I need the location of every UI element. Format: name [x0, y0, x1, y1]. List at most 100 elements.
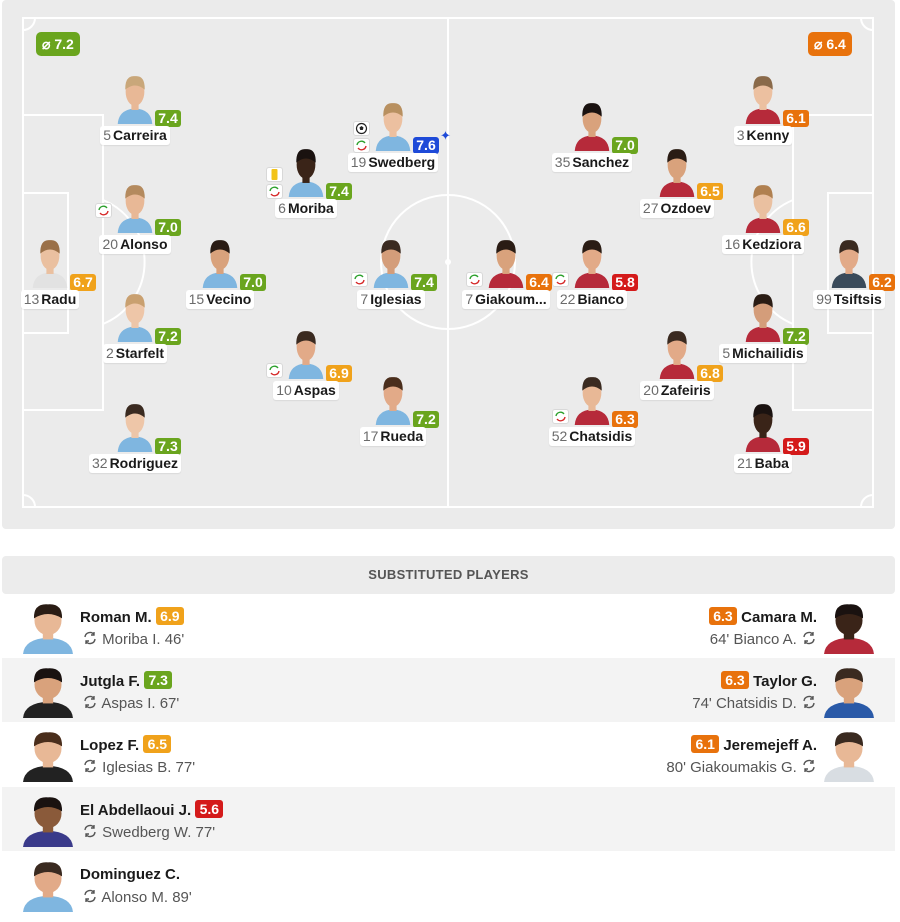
- sub-rating: 6.3: [708, 607, 737, 625]
- player-number: 2: [105, 345, 114, 361]
- player-photo: [202, 240, 238, 288]
- substitution-icon: [84, 695, 96, 709]
- sub-player-name: Jeremejeff A.: [723, 737, 817, 754]
- sub-replaced: Swedberg W. 77': [102, 824, 216, 841]
- sub-replaced: 74' Chatsidis D.: [692, 695, 797, 712]
- player-photo: [23, 862, 73, 912]
- player-photo: [288, 149, 324, 197]
- player-photo: [117, 76, 153, 124]
- substitution-icon: [803, 759, 815, 773]
- substitution-icon: [803, 695, 815, 709]
- player-photo: [574, 377, 610, 425]
- player-number: 5: [103, 127, 112, 143]
- player-number: 3: [736, 127, 745, 143]
- player-rating: 6.7: [70, 274, 96, 291]
- sub-rating: 7.3: [144, 671, 173, 689]
- player-name: Starfelt: [115, 345, 165, 361]
- sub-player-name: Dominguez C.: [80, 866, 180, 883]
- substitution-icon: [351, 272, 368, 287]
- substituted-players-header: SUBSTITUTED PLAYERS: [2, 556, 895, 594]
- player-number: 10: [276, 382, 292, 398]
- substitution-icon: [84, 889, 96, 903]
- player-photo: [659, 149, 695, 197]
- player-photo: [488, 240, 524, 288]
- player-name: Zafeiris: [660, 382, 711, 398]
- player-rating: 7.3: [155, 438, 181, 455]
- player-name: Tsiftsis: [833, 291, 882, 307]
- player-number: 52: [551, 428, 568, 444]
- player-number: 32: [91, 455, 108, 471]
- sub-player-name: Jutgla F.: [80, 673, 141, 690]
- player-photo: [373, 240, 409, 288]
- player-photo: [288, 331, 324, 379]
- sub-player-name: Taylor G.: [753, 673, 817, 690]
- player-photo: [375, 377, 411, 425]
- player-rating: 7.4: [411, 274, 437, 291]
- substitution-icon: [552, 272, 569, 287]
- sub-rating: 6.1: [691, 735, 720, 753]
- sub-replaced: Aspas I. 67': [101, 695, 180, 712]
- player-rating: 6.5: [697, 183, 723, 200]
- home-average-rating: ⌀ 7.2: [36, 32, 80, 56]
- player-rating: 6.1: [783, 110, 809, 127]
- player-photo: [574, 103, 610, 151]
- player-name: Kenny: [746, 127, 790, 143]
- player-photo: [23, 604, 73, 654]
- player-name: Carreira: [113, 127, 167, 143]
- sub-player-name: El Abdellaoui J.: [80, 802, 192, 819]
- player-rating: 6.2: [869, 274, 895, 291]
- substitution-icon: [84, 824, 96, 838]
- player-photo: [745, 185, 781, 233]
- substitution-icon: [266, 363, 283, 378]
- substitution-icon: [84, 631, 96, 645]
- sub-row: El Abdellaoui J. 5.6 Swedberg W. 77': [2, 787, 895, 851]
- player-number: 22: [559, 291, 576, 307]
- substitution-icon: [84, 759, 96, 773]
- sub-replaced: Alonso M. 89': [101, 889, 192, 906]
- sub-replaced: 80' Giakoumakis G.: [666, 759, 797, 776]
- player-photo: [745, 294, 781, 342]
- player-photo: [831, 240, 867, 288]
- player-rating: 5.9: [783, 438, 809, 455]
- player-photo: [375, 103, 411, 151]
- player-rating: 5.8: [612, 274, 638, 291]
- pitch-markings: [22, 17, 874, 508]
- substitution-icon: [803, 631, 815, 645]
- substitution-icon: [466, 272, 483, 287]
- player-photo: [745, 404, 781, 452]
- player-photo: [23, 732, 73, 782]
- player-name: Baba: [754, 455, 789, 471]
- sub-rating: 6.5: [143, 735, 172, 753]
- player-photo: [23, 797, 73, 847]
- sub-rating: 6.9: [155, 607, 184, 625]
- player-name: Vecino: [206, 291, 252, 307]
- substitution-icon: [552, 409, 569, 424]
- player-name: Iglesias: [370, 291, 422, 307]
- player-number: 7: [465, 291, 474, 307]
- player-rating: 7.2: [155, 328, 181, 345]
- sub-replaced: 64' Bianco A.: [709, 631, 797, 648]
- sub-row: Roman M. 6.9 Moriba I. 46' 6.3 Camara M.…: [2, 594, 895, 658]
